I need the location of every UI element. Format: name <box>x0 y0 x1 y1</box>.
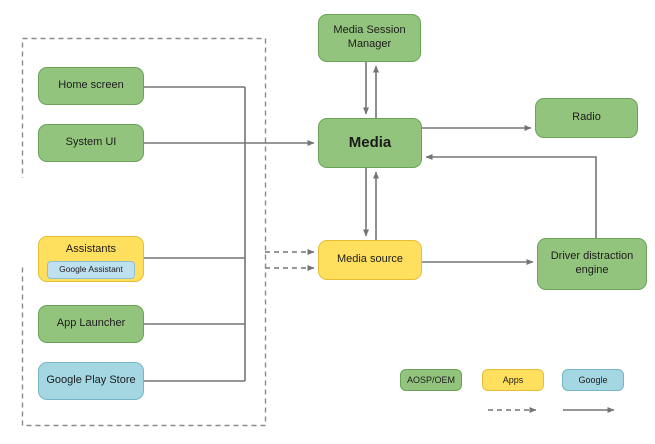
node-driver-distraction-engine-label: Driver distraction engine <box>550 250 634 276</box>
connector-dde-to-media <box>425 154 597 238</box>
legend-apps: Apps <box>482 369 544 391</box>
chip-google-assistant-label: Google Assistant <box>59 264 123 275</box>
legend-aosp-oem: AOSP/OEM <box>400 369 462 391</box>
node-app-launcher-label: App Launcher <box>56 317 126 330</box>
legend-google: Google <box>562 369 624 391</box>
node-driver-distraction-engine: Driver distraction engine <box>537 238 647 290</box>
node-media-session-manager-label: Media Session Manager <box>333 24 406 50</box>
node-assistants-label: Assistants <box>65 243 117 255</box>
node-google-play-store: Google Play Store <box>38 362 144 400</box>
node-system-ui: System UI <box>38 124 144 162</box>
legend-google-label: Google <box>578 375 608 385</box>
node-radio-label: Radio <box>572 111 601 124</box>
node-assistants: Assistants Google Assistant <box>38 236 144 282</box>
node-google-play-store-label: Google Play Store <box>46 374 136 387</box>
legend-aosp-oem-label: AOSP/OEM <box>406 375 455 385</box>
node-home-screen: Home screen <box>38 67 144 105</box>
node-media-source: Media source <box>318 240 422 280</box>
chip-google-assistant: Google Assistant <box>47 260 135 279</box>
legend-apps-label: Apps <box>502 375 524 385</box>
node-media: Media <box>318 118 422 168</box>
node-app-launcher: App Launcher <box>38 305 144 343</box>
node-home-screen-label: Home screen <box>58 79 124 92</box>
node-system-ui-label: System UI <box>65 136 117 149</box>
node-media-session-manager: Media Session Manager <box>318 14 421 62</box>
node-media-source-label: Media source <box>336 253 404 266</box>
node-radio: Radio <box>535 98 638 138</box>
node-media-label: Media <box>348 133 392 151</box>
